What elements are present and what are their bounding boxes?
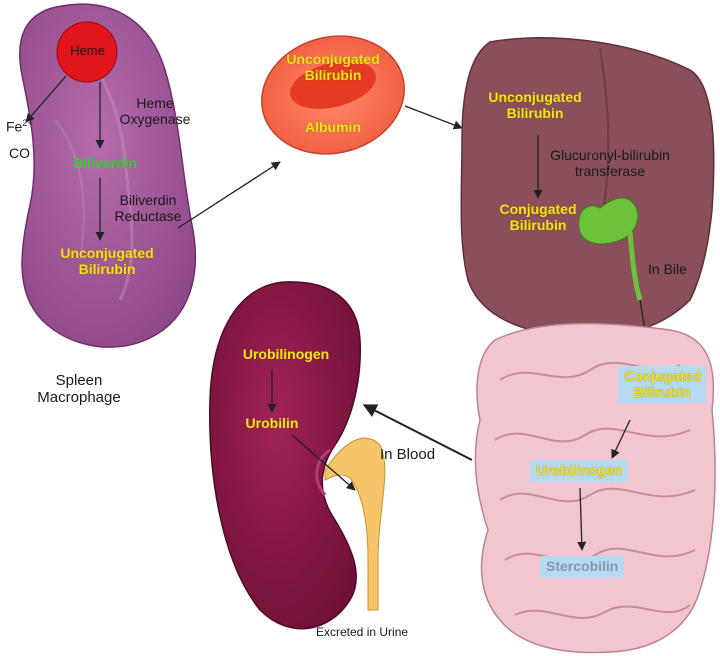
liver-organ: [460, 37, 715, 337]
arrow-urobilinogen-to-stercobilin: [577, 487, 587, 551]
spleen-organ: [18, 3, 197, 348]
blood-cell: [260, 35, 406, 155]
in-bile-label: In Bile: [648, 261, 687, 277]
arrow-intestine-conjugated-to-urobilinogen: [611, 419, 631, 459]
liver-unconjugated-bilirubin-label: Unconjugated Bilirubin: [488, 89, 582, 121]
arrow-urobilin-to-ureter: [291, 434, 356, 491]
iron-symbol: Fe: [6, 118, 23, 135]
heme-label: Heme: [70, 43, 105, 58]
arrow-blood-cell-to-liver: [404, 105, 463, 130]
iron-charge: 2+: [22, 118, 33, 128]
stercobilin-label: Stercobilin: [540, 556, 625, 578]
albumin-label: Albumin: [305, 119, 361, 135]
ureter: [324, 437, 386, 611]
iron-label: Fe2+: [6, 118, 33, 135]
spleen-macrophage-caption: Spleen Macrophage: [37, 372, 121, 406]
urobilin-label: Urobilin: [245, 415, 299, 431]
arrow-spleen-to-blood-cell: [177, 161, 281, 229]
biliverdin-label: Biliverdin: [73, 155, 137, 171]
heme-circle: [56, 21, 118, 83]
arrow-intestine-to-kidney: [362, 404, 473, 461]
heme-oxygenase-label: Heme Oxygenase: [119, 95, 191, 127]
arrow-heme-to-iron: [25, 75, 67, 123]
intestine-urobilinogen-label: Urobilinogen: [530, 460, 629, 482]
excreted-in-urine-label: Excreted in Urine: [316, 625, 409, 639]
gallbladder: [578, 197, 643, 301]
circulating-unconjugated-bilirubin-label: Unconjugated Bilirubin: [286, 51, 380, 83]
glucuronyl-transferase-label: Glucuronyl-bilirubin transferase: [550, 147, 670, 179]
spleen-unconjugated-bilirubin-label: Unconjugated Bilirubin: [60, 245, 154, 277]
carbon-monoxide-label: CO: [9, 145, 30, 161]
liver-conjugated-bilirubin-label: Conjugated Bilirubin: [499, 201, 577, 233]
kidney-urobilinogen-label: Urobilinogen: [242, 346, 330, 362]
biliverdin-reductase-label: Biliverdin Reductase: [114, 192, 182, 224]
intestine-conjugated-bilirubin-label: Conjugated Bilirubin: [618, 366, 706, 404]
kidney-organ: [209, 281, 362, 630]
in-blood-label: In Blood: [380, 446, 436, 463]
